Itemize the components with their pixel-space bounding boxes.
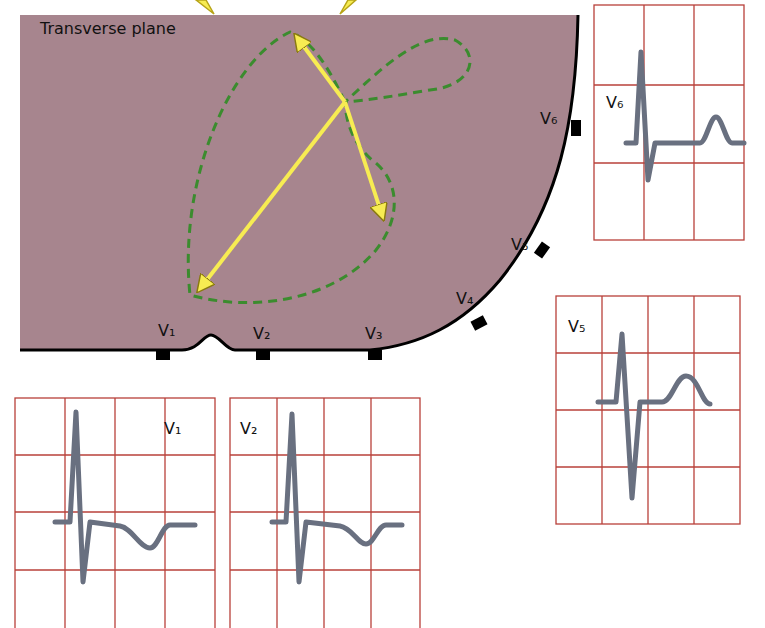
lead-label: V₁ (164, 420, 181, 438)
ecg-trace (55, 52, 744, 582)
qrs-loop (188, 32, 470, 303)
electrode (470, 315, 487, 330)
electrode-label: V₆ (540, 110, 557, 128)
ecg-grid (556, 296, 740, 524)
electrode (156, 350, 170, 360)
chest-wall (20, 15, 578, 350)
electrode (256, 350, 270, 360)
electrode-label: V₁ (158, 322, 175, 340)
vector-arrows (199, 36, 383, 290)
electrode-label: V₃ (365, 325, 382, 343)
electrode-label: V₄ (456, 290, 473, 308)
incoming-arrow (196, 0, 214, 14)
electrode (368, 350, 382, 360)
lead-label: V₂ (240, 420, 257, 438)
lead-label: V₆ (606, 94, 623, 112)
electrode-label: V₂ (253, 325, 270, 343)
ecg-grid (230, 398, 420, 628)
electrode (534, 241, 550, 258)
electrode-label: V₅ (511, 236, 528, 254)
ecg-grid (15, 398, 215, 628)
ecg-grid (594, 5, 744, 240)
incoming-arrow (340, 0, 356, 14)
chest-section (20, 15, 578, 350)
lead-label: V₅ (568, 318, 585, 336)
plane-title: Transverse plane (40, 20, 176, 38)
electrode (571, 120, 581, 136)
